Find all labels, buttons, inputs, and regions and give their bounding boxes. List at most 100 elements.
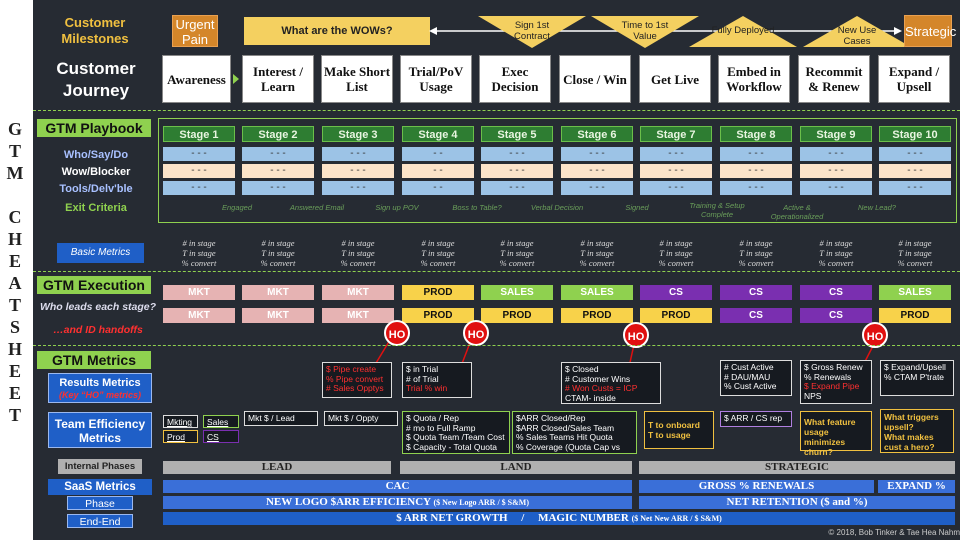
metric-line: # Sales Opptys — [326, 383, 384, 393]
milestone-triangle-usecases — [803, 16, 911, 47]
side-letter: T — [8, 141, 21, 161]
results-metrics-label: Results Metrics (Key “HO” metrics) — [48, 373, 152, 403]
playbook-cell: - - - — [163, 164, 235, 178]
handoff-arrows — [369, 334, 877, 390]
side-letter: S — [9, 317, 20, 337]
milestone-wows: What are the WOWs? — [244, 17, 430, 45]
stage-header: Stage 1 — [163, 126, 235, 142]
basic-metric-line: T in stage — [659, 248, 693, 258]
execution-cell: MKT — [242, 308, 314, 323]
metric-line: # DAU/MAU — [724, 371, 771, 382]
metric-line: cust a hero? — [884, 442, 935, 452]
saas-arr-growth: $ ARR NET GROWTH / MAGIC NUMBER ($ Net N… — [163, 512, 955, 525]
results-box-stage3: $ Pipe create % Pipe convert # Sales Opp… — [322, 362, 392, 398]
side-letter: H — [7, 229, 22, 249]
playbook-cell: - - — [402, 147, 474, 161]
exit-criterion: Sign up POV — [375, 203, 419, 212]
handoff-icon: HO — [384, 320, 410, 346]
milestone-time-to-value: Time to 1st Value — [621, 20, 669, 42]
metric-line: NPS — [804, 390, 822, 401]
exit-criterion: Engaged — [221, 203, 253, 212]
basic-metric-line: % convert — [260, 258, 296, 268]
side-letter: E — [8, 251, 21, 271]
team-arr-cs: $ ARR / CS rep — [720, 411, 792, 427]
stage-header: Stage 6 — [561, 126, 633, 142]
journey-step: Interest / Learn — [242, 55, 314, 103]
copyright: © 2018, Bob Tinker & Tae Hea Nahm — [828, 528, 960, 537]
basic-metric-line: % convert — [658, 258, 694, 268]
internal-phases-label: Internal Phases — [58, 459, 142, 474]
playbook-cell: - - - — [800, 181, 872, 195]
stage-header: Stage 5 — [481, 126, 553, 142]
saas-new-logo-sub: ($ New Logo ARR / $ S&M) — [433, 498, 529, 507]
execution-cell: CS — [720, 285, 792, 300]
execution-cell: CS — [800, 308, 872, 323]
playbook-cell: - - - — [720, 181, 792, 195]
metric-line: $ Expand Pipe — [804, 381, 860, 391]
exit-criterion: New Lead? — [858, 203, 896, 212]
side-letter: E — [8, 361, 21, 381]
section-divider — [33, 110, 960, 111]
basic-metric-line: T in stage — [898, 248, 932, 258]
basic-metric-line: # in stage — [819, 238, 853, 248]
basic-metric-line: T in stage — [421, 248, 455, 258]
stage-header: Stage 3 — [322, 126, 394, 142]
saas-metrics-label: SaaS Metrics — [48, 479, 152, 495]
metric-line: $ Quota Team /Team Cost — [406, 432, 505, 442]
exit-criterion: Verbal Decision — [530, 203, 584, 212]
metric-line: % Pipe convert — [326, 373, 384, 384]
playbook-cell: - - - — [242, 164, 314, 178]
basic-metric-line: T in stage — [261, 248, 295, 258]
metric-line: $ Capacity - Total Quota — [406, 441, 498, 452]
basic-metric-line: % convert — [897, 258, 933, 268]
metric-line: % Sales Teams Hit Quota — [516, 432, 613, 442]
execution-cell: PROD — [402, 308, 474, 323]
execution-cell: CS — [800, 285, 872, 300]
playbook-cell: - - - — [481, 164, 553, 178]
execution-cell: SALES — [879, 285, 951, 300]
basic-metric-line: % convert — [499, 258, 535, 268]
team-feature-box: What feature usage minimizes churn? — [800, 411, 872, 457]
journey-step: Exec Decision — [479, 55, 551, 103]
playbook-cell: - - - — [322, 164, 394, 178]
playbook-cell: - - - — [800, 147, 872, 161]
exit-criterion: Active & Operationalized — [770, 203, 824, 221]
basic-metric-line: T in stage — [341, 248, 375, 258]
metric-line: churn? — [804, 447, 833, 457]
results-box-stage10: $ Expand/Upsell % CTAM P'trate — [880, 360, 954, 396]
metric-line: % Renewals — [804, 371, 852, 382]
basic-metric-line: T in stage — [182, 248, 216, 258]
execution-cell: PROD — [402, 285, 474, 300]
playbook-cell: - - - — [322, 181, 394, 195]
journey-step: Expand / Upsell — [878, 55, 950, 103]
handoff-icon: HO — [463, 320, 489, 346]
saas-gross-renewals: GROSS % RENEWALS — [639, 480, 874, 493]
row-label-who-say-do: Who/Say/Do — [63, 149, 129, 161]
playbook-cell: - - - — [561, 147, 633, 161]
saas-arr-sub: ($ Net New ARR / $ S&M) — [631, 514, 722, 523]
execution-cell: SALES — [561, 285, 633, 300]
execution-cell: MKT — [322, 308, 394, 323]
playbook-cell: - - - — [879, 164, 951, 178]
team-arr-box: $ARR Closed/Rep $ARR Closed/Sales Team %… — [512, 411, 637, 454]
metric-line: usage minimizes — [804, 427, 846, 447]
playbook-cell: - - - — [879, 147, 951, 161]
journey-arrow-icon — [233, 74, 239, 84]
basic-metric-line: # in stage — [261, 238, 295, 248]
team-quota-box: $ Quota / Rep # mo to Full Ramp $ Quota … — [402, 411, 510, 454]
section-divider — [33, 345, 960, 346]
playbook-cell: - - - — [640, 147, 712, 161]
execution-cell: MKT — [242, 285, 314, 300]
journey-step: Close / Win — [559, 55, 631, 103]
handoff-icon: HO — [862, 322, 888, 348]
metric-line: $ Gross Renew — [804, 362, 863, 372]
team-cs: CS — [203, 430, 239, 443]
execution-cell: CS — [640, 285, 712, 300]
